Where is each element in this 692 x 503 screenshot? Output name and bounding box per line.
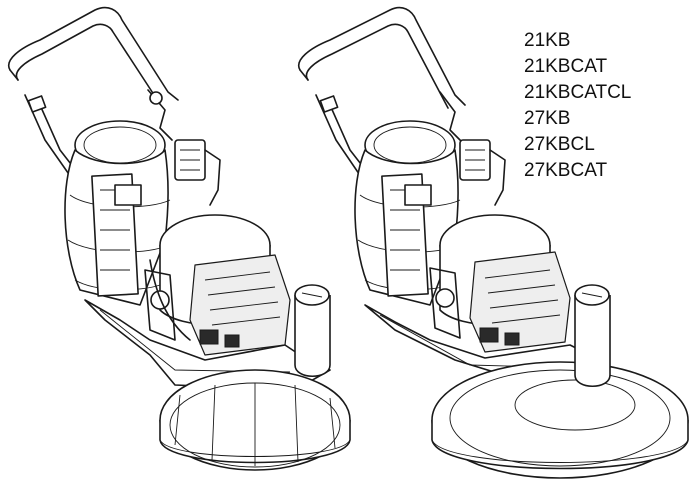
model-label: 27KBCAT <box>524 160 608 181</box>
right-motor <box>429 214 571 353</box>
left-motor <box>144 214 291 356</box>
model-label: 27KB <box>524 108 571 129</box>
right-control-box <box>459 139 506 206</box>
model-label: 27KBCL <box>524 134 595 155</box>
model-label: 21KBCATCL <box>524 82 632 103</box>
left-tank <box>64 120 171 306</box>
left-handle <box>7 6 179 196</box>
right-deck <box>431 361 689 479</box>
right-handle <box>297 6 466 196</box>
model-label: 21KBCAT <box>524 56 608 77</box>
right-tank <box>354 120 461 306</box>
model-label: 21KB <box>524 30 571 51</box>
left-deck <box>159 369 351 471</box>
right-battery-canister <box>574 284 611 387</box>
left-battery-canister <box>294 284 331 377</box>
left-control-box <box>174 139 221 206</box>
model-list: 21KB 21KBCAT 21KBCATCL 27KB 27KBCL 27KBC… <box>524 28 631 184</box>
